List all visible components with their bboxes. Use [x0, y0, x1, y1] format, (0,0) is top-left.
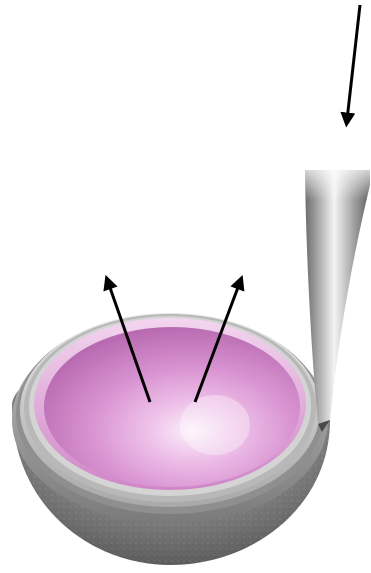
- down-arrow: [347, 5, 360, 120]
- inner-cup: [34, 318, 306, 490]
